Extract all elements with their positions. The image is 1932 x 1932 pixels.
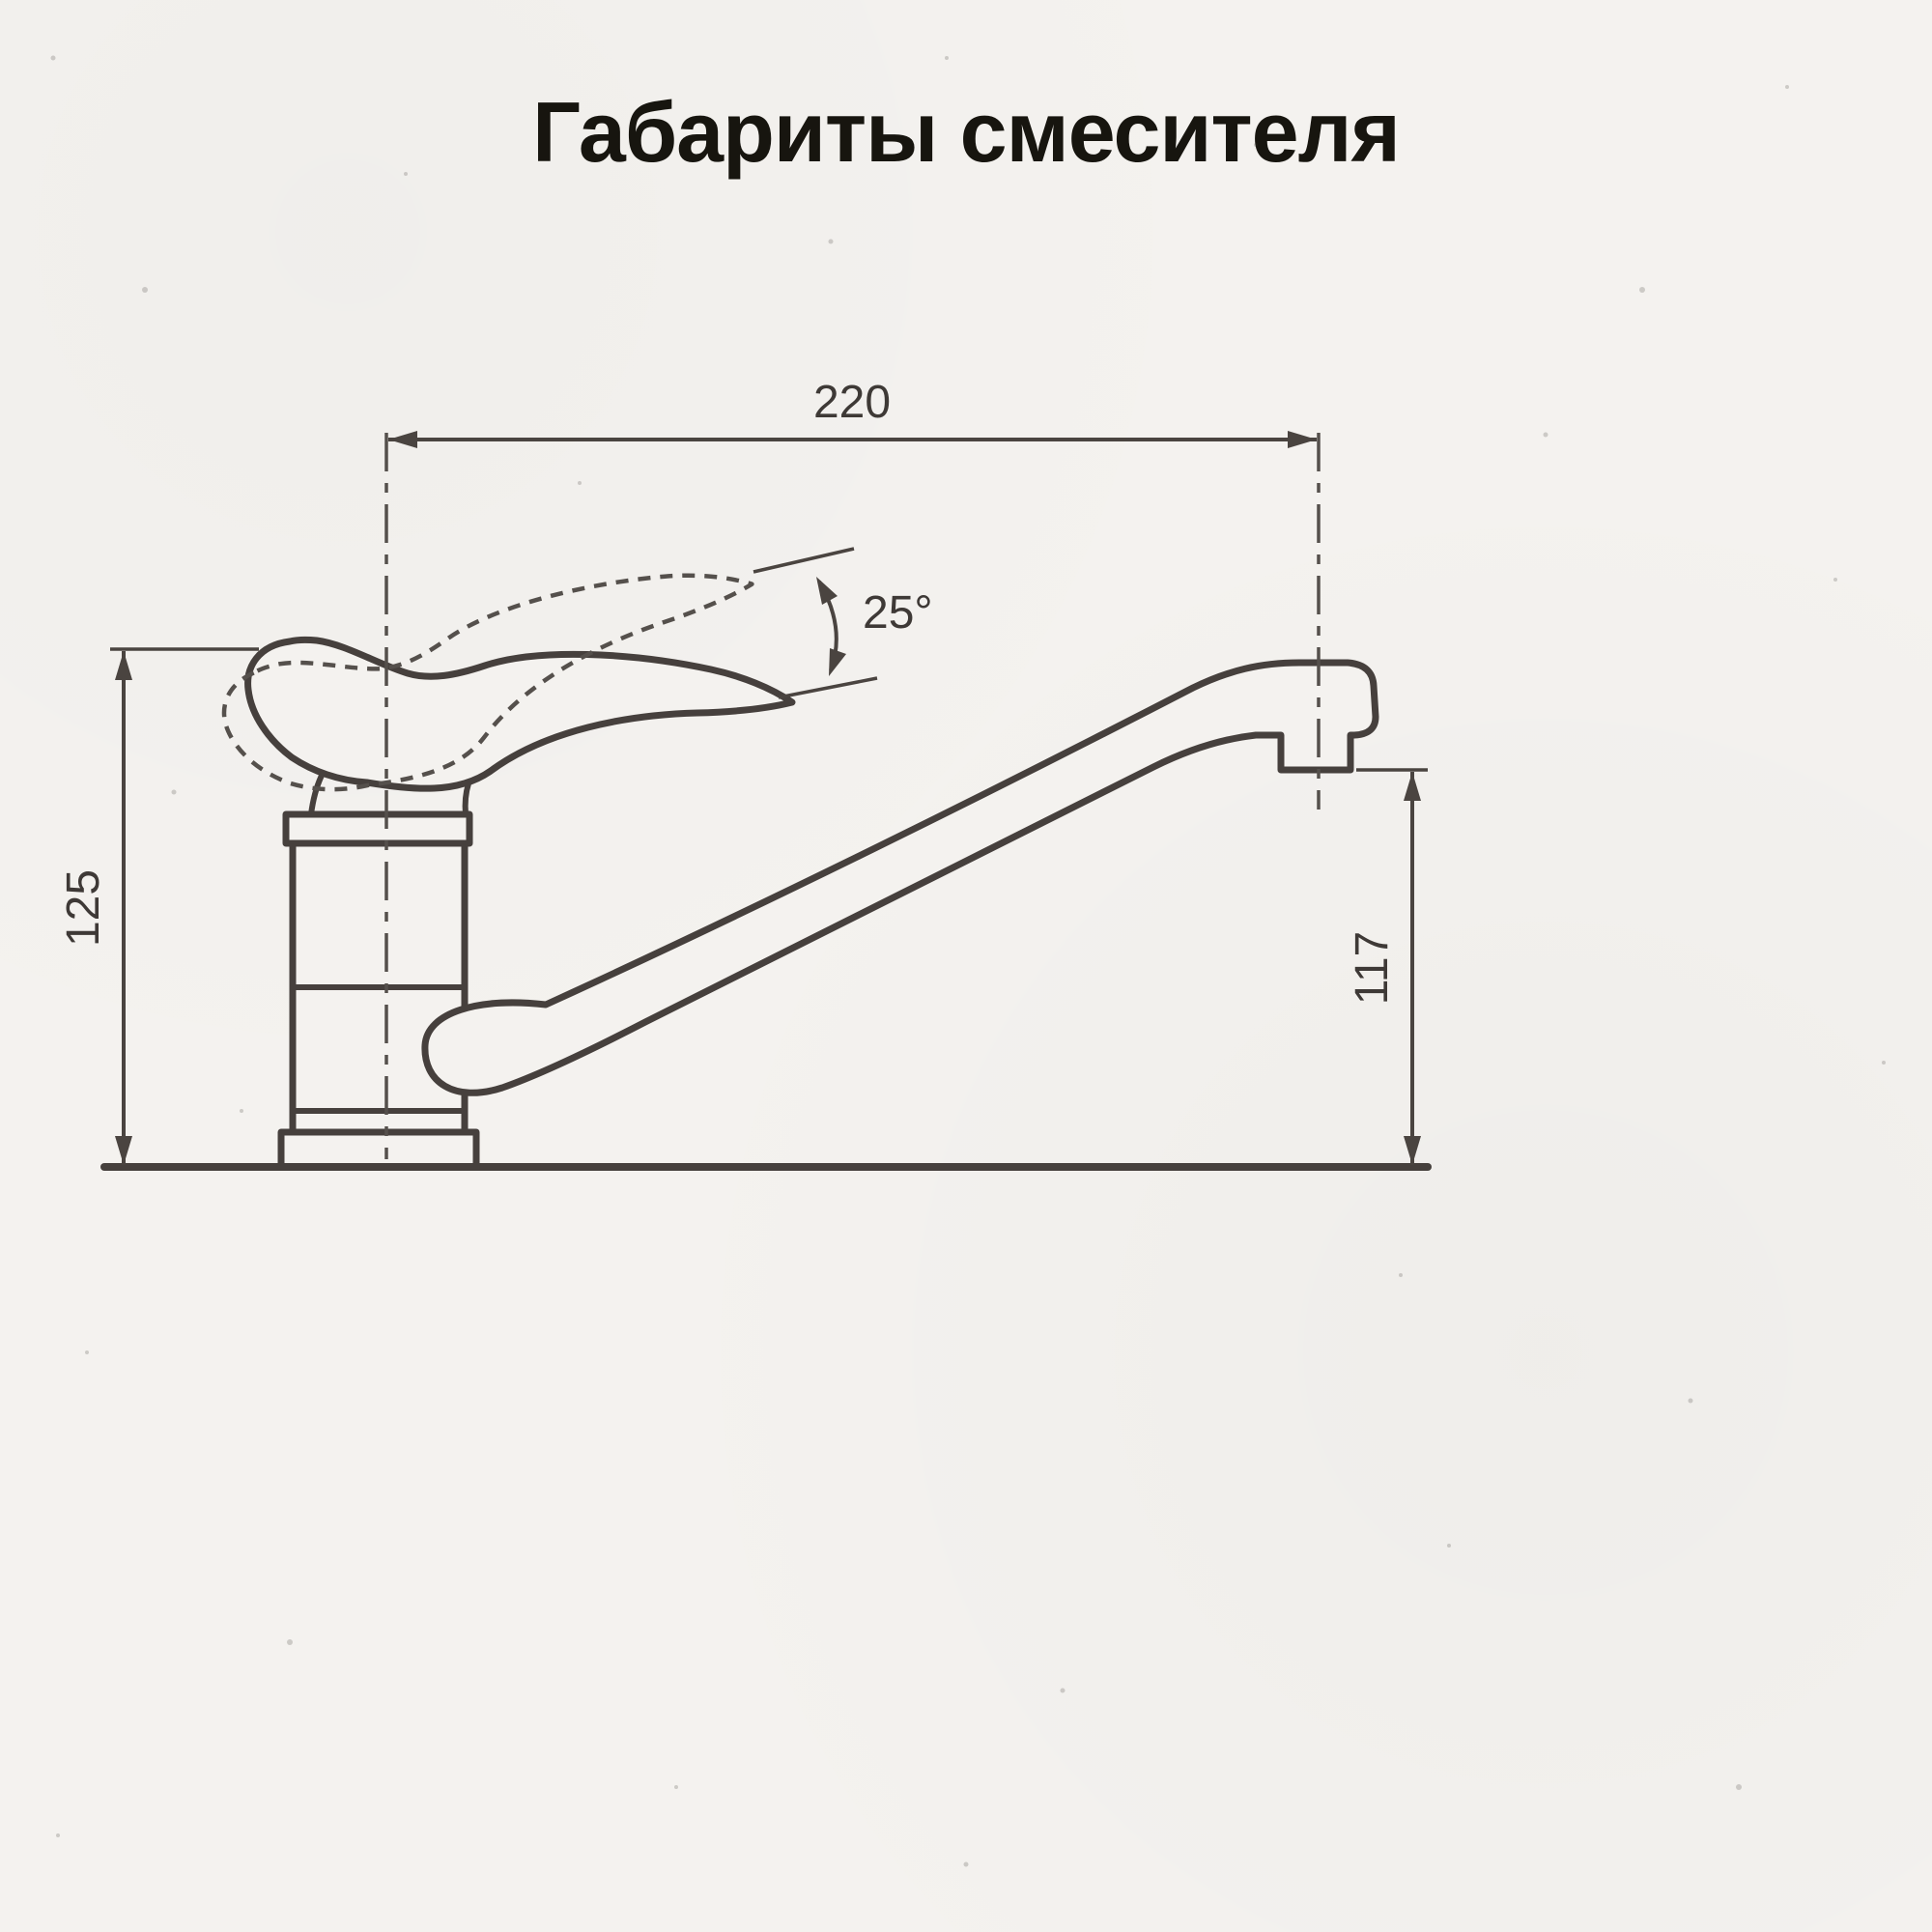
page-title: Габариты смесителя	[532, 84, 1401, 180]
dim-height-right-label: 117	[1347, 931, 1398, 1006]
lever-outline	[244, 636, 796, 792]
dim-height-right-arrow-top	[1404, 772, 1421, 801]
dim-height-right-arrow-bottom	[1404, 1136, 1421, 1165]
dim-width-arrow-right	[1288, 431, 1317, 448]
faucet-body	[277, 746, 486, 1171]
angle-label: 25°	[863, 587, 933, 639]
angle-arrow-bottom	[829, 648, 846, 676]
dim-width-arrow-left	[388, 431, 417, 448]
faucet-spout	[421, 659, 1379, 1096]
dim-height-left-label: 125	[58, 869, 109, 947]
faucet-lever	[244, 636, 796, 792]
paper-speckles	[50, 55, 1886, 1867]
spout-outline	[421, 659, 1379, 1096]
body-base-flange	[277, 1128, 480, 1171]
angle-annotation: 25°	[753, 547, 933, 699]
body-top-ring	[282, 810, 473, 847]
dim-height-left-arrow-top	[115, 651, 132, 680]
angle-tangent-top	[753, 547, 855, 574]
dim-width-label: 220	[813, 377, 891, 428]
angle-tangent-bottom	[778, 676, 878, 699]
dimension-spout-height: 117	[1347, 768, 1428, 1165]
lever-raised-outline	[221, 573, 754, 792]
faucet-lever-raised-dashed	[221, 573, 754, 792]
angle-arrow-top	[816, 577, 838, 605]
dimension-body-height: 125	[58, 647, 259, 1165]
dim-height-left-arrow-bottom	[115, 1136, 132, 1165]
dimension-overall-width: 220	[388, 377, 1317, 448]
